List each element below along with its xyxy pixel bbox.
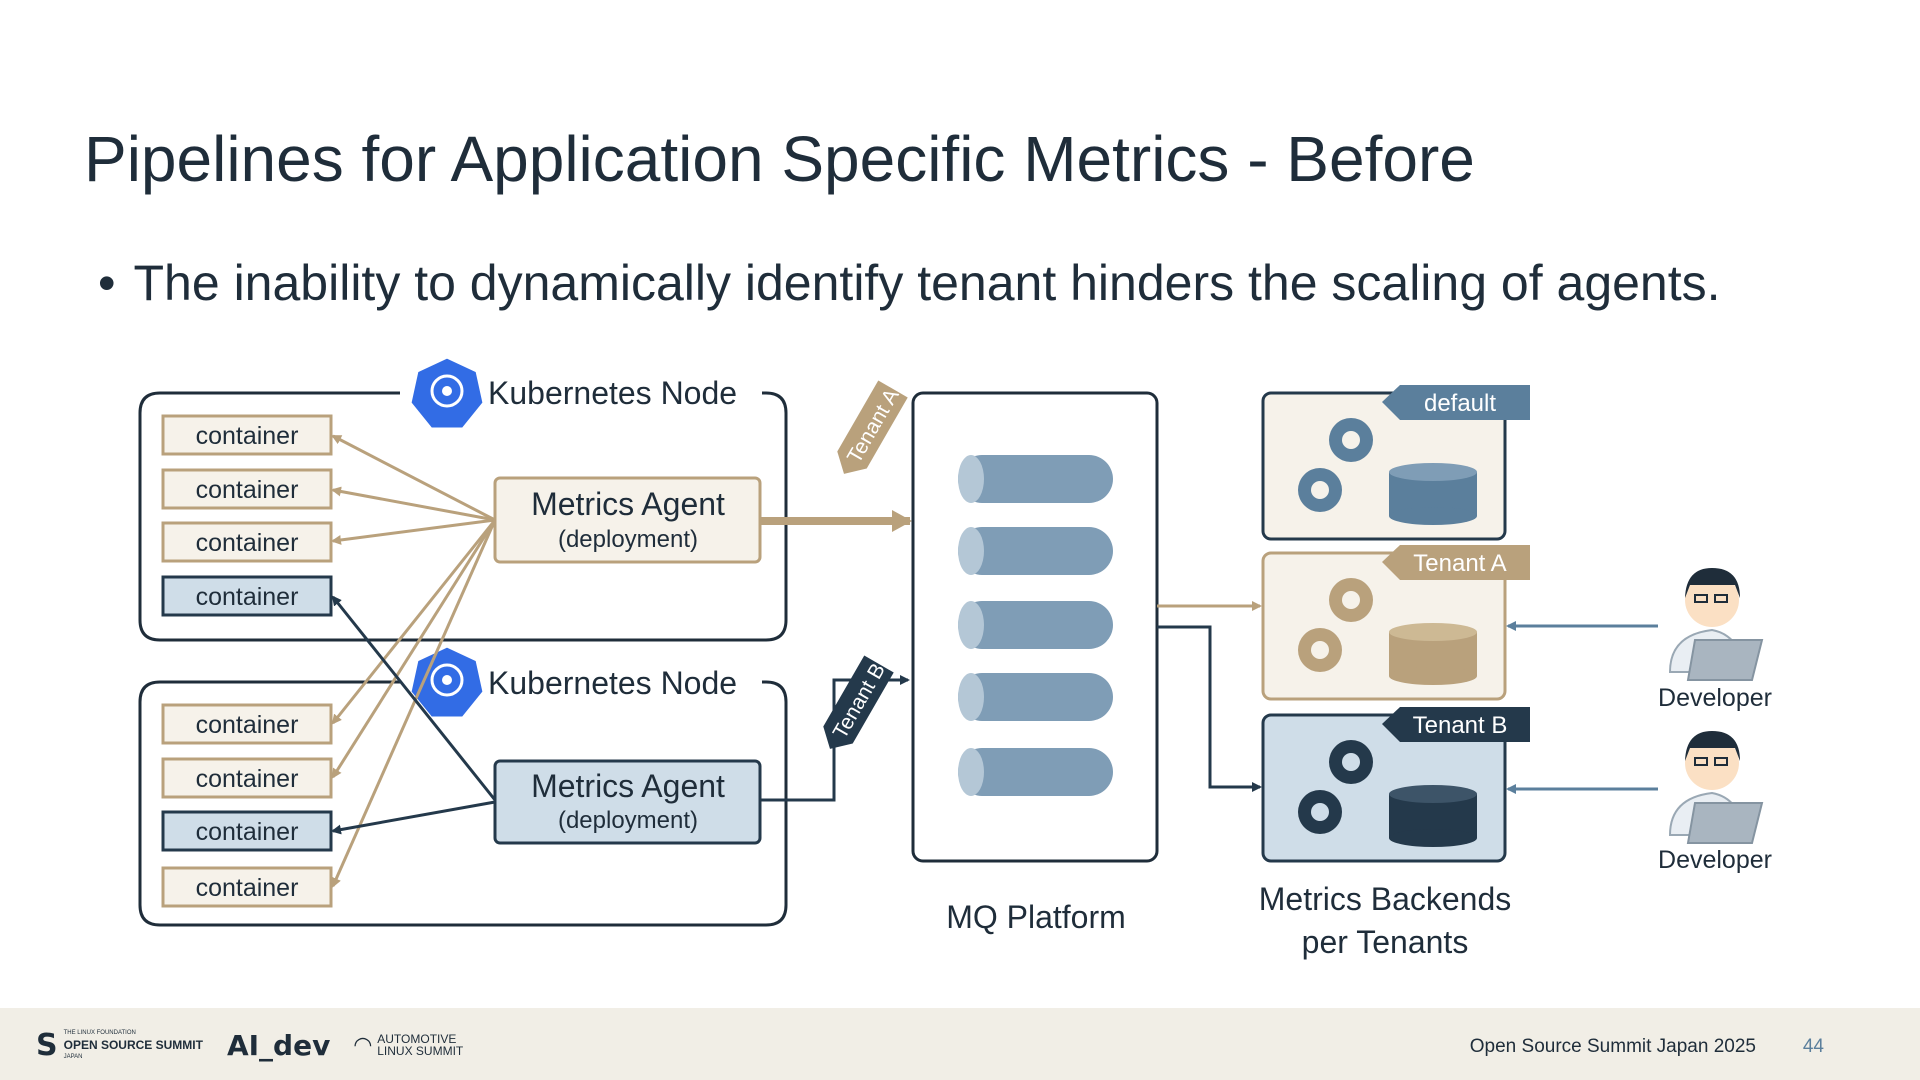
developer-label: Developer xyxy=(1658,684,1772,712)
gear-icon xyxy=(1298,578,1373,672)
gear-icon xyxy=(1298,740,1373,834)
backend-tag: default xyxy=(1424,390,1496,417)
svg-text:container: container xyxy=(196,476,299,504)
svg-text:(deployment): (deployment) xyxy=(558,526,698,553)
backend-tenant-a: Tenant A xyxy=(1261,545,1530,701)
conference-name: Open Source Summit Japan 2025 xyxy=(1469,1036,1756,1057)
database-icon xyxy=(1389,785,1477,847)
container-box: container xyxy=(161,866,333,908)
mq-label: MQ Platform xyxy=(946,899,1126,935)
ai-dev-logo: AI_dev xyxy=(226,1028,331,1062)
node-label: Kubernetes Node xyxy=(488,665,737,701)
page-number: 44 xyxy=(1802,1036,1824,1057)
container-box: container xyxy=(161,757,333,799)
mq-queue xyxy=(958,601,1113,649)
backend-tag: Tenant A xyxy=(1413,550,1506,577)
backends-label-line2: per Tenants xyxy=(1302,924,1469,960)
backend-tenant-b: Tenant B xyxy=(1261,707,1530,863)
svg-text:Metrics Agent: Metrics Agent xyxy=(531,768,725,804)
tenant-b-tag: Tenant B xyxy=(823,655,894,749)
svg-text:(deployment): (deployment) xyxy=(558,807,698,834)
svg-text:container: container xyxy=(196,818,299,846)
developer-icon xyxy=(1668,568,1764,681)
kubernetes-icon xyxy=(408,355,486,431)
container-box-tenant-b: container xyxy=(161,810,333,852)
bullet-text: The inability to dynamically identify te… xyxy=(133,255,1721,311)
developer-label: Developer xyxy=(1658,846,1772,874)
container-box: container xyxy=(161,468,333,510)
oss-logo-mark: S xyxy=(36,1027,58,1063)
container-box: container xyxy=(161,414,333,456)
mq-queue xyxy=(958,748,1113,796)
database-icon xyxy=(1389,623,1477,685)
mq-to-tenant-b-arrow xyxy=(1157,625,1262,792)
tenant-a-tag: Tenant A xyxy=(837,380,908,474)
scrape-arrows-tenant-a xyxy=(331,434,497,888)
bullet-point: • The inability to dynamically identify t… xyxy=(98,254,1721,312)
metrics-agent-a: Metrics Agent (deployment) xyxy=(493,476,762,564)
metrics-agent-b: Metrics Agent (deployment) xyxy=(493,759,762,845)
mq-queue xyxy=(958,527,1113,575)
bullet-dot: • xyxy=(98,255,116,311)
database-icon xyxy=(1389,463,1477,525)
backend-default: default xyxy=(1261,385,1530,541)
kubernetes-node-1: Kubernetes Node xyxy=(138,355,788,642)
kubernetes-icon xyxy=(408,644,486,720)
mq-platform: MQ Platform xyxy=(911,391,1159,935)
mq-queue xyxy=(958,455,1113,503)
svg-text:container: container xyxy=(196,765,299,793)
svg-text:container: container xyxy=(196,711,299,739)
backend-tag: Tenant B xyxy=(1413,712,1508,739)
gear-icon xyxy=(1298,418,1373,512)
svg-text:container: container xyxy=(196,583,299,611)
svg-text:container: container xyxy=(196,529,299,557)
node-label: Kubernetes Node xyxy=(488,375,737,411)
svg-text:container: container xyxy=(196,874,299,902)
slide-title: Pipelines for Application Specific Metri… xyxy=(84,123,1475,195)
scrape-arrows-tenant-b xyxy=(331,595,497,835)
container-box: container xyxy=(161,703,333,745)
kubernetes-node-2: Kubernetes Node xyxy=(138,644,788,927)
developer-icon xyxy=(1668,731,1764,844)
container-box: container xyxy=(161,521,333,563)
svg-text:Metrics Agent: Metrics Agent xyxy=(531,486,725,522)
svg-text:container: container xyxy=(196,422,299,450)
backends-label-line1: Metrics Backends xyxy=(1259,881,1512,917)
mq-queue xyxy=(958,673,1113,721)
container-box-tenant-b: container xyxy=(161,575,333,617)
